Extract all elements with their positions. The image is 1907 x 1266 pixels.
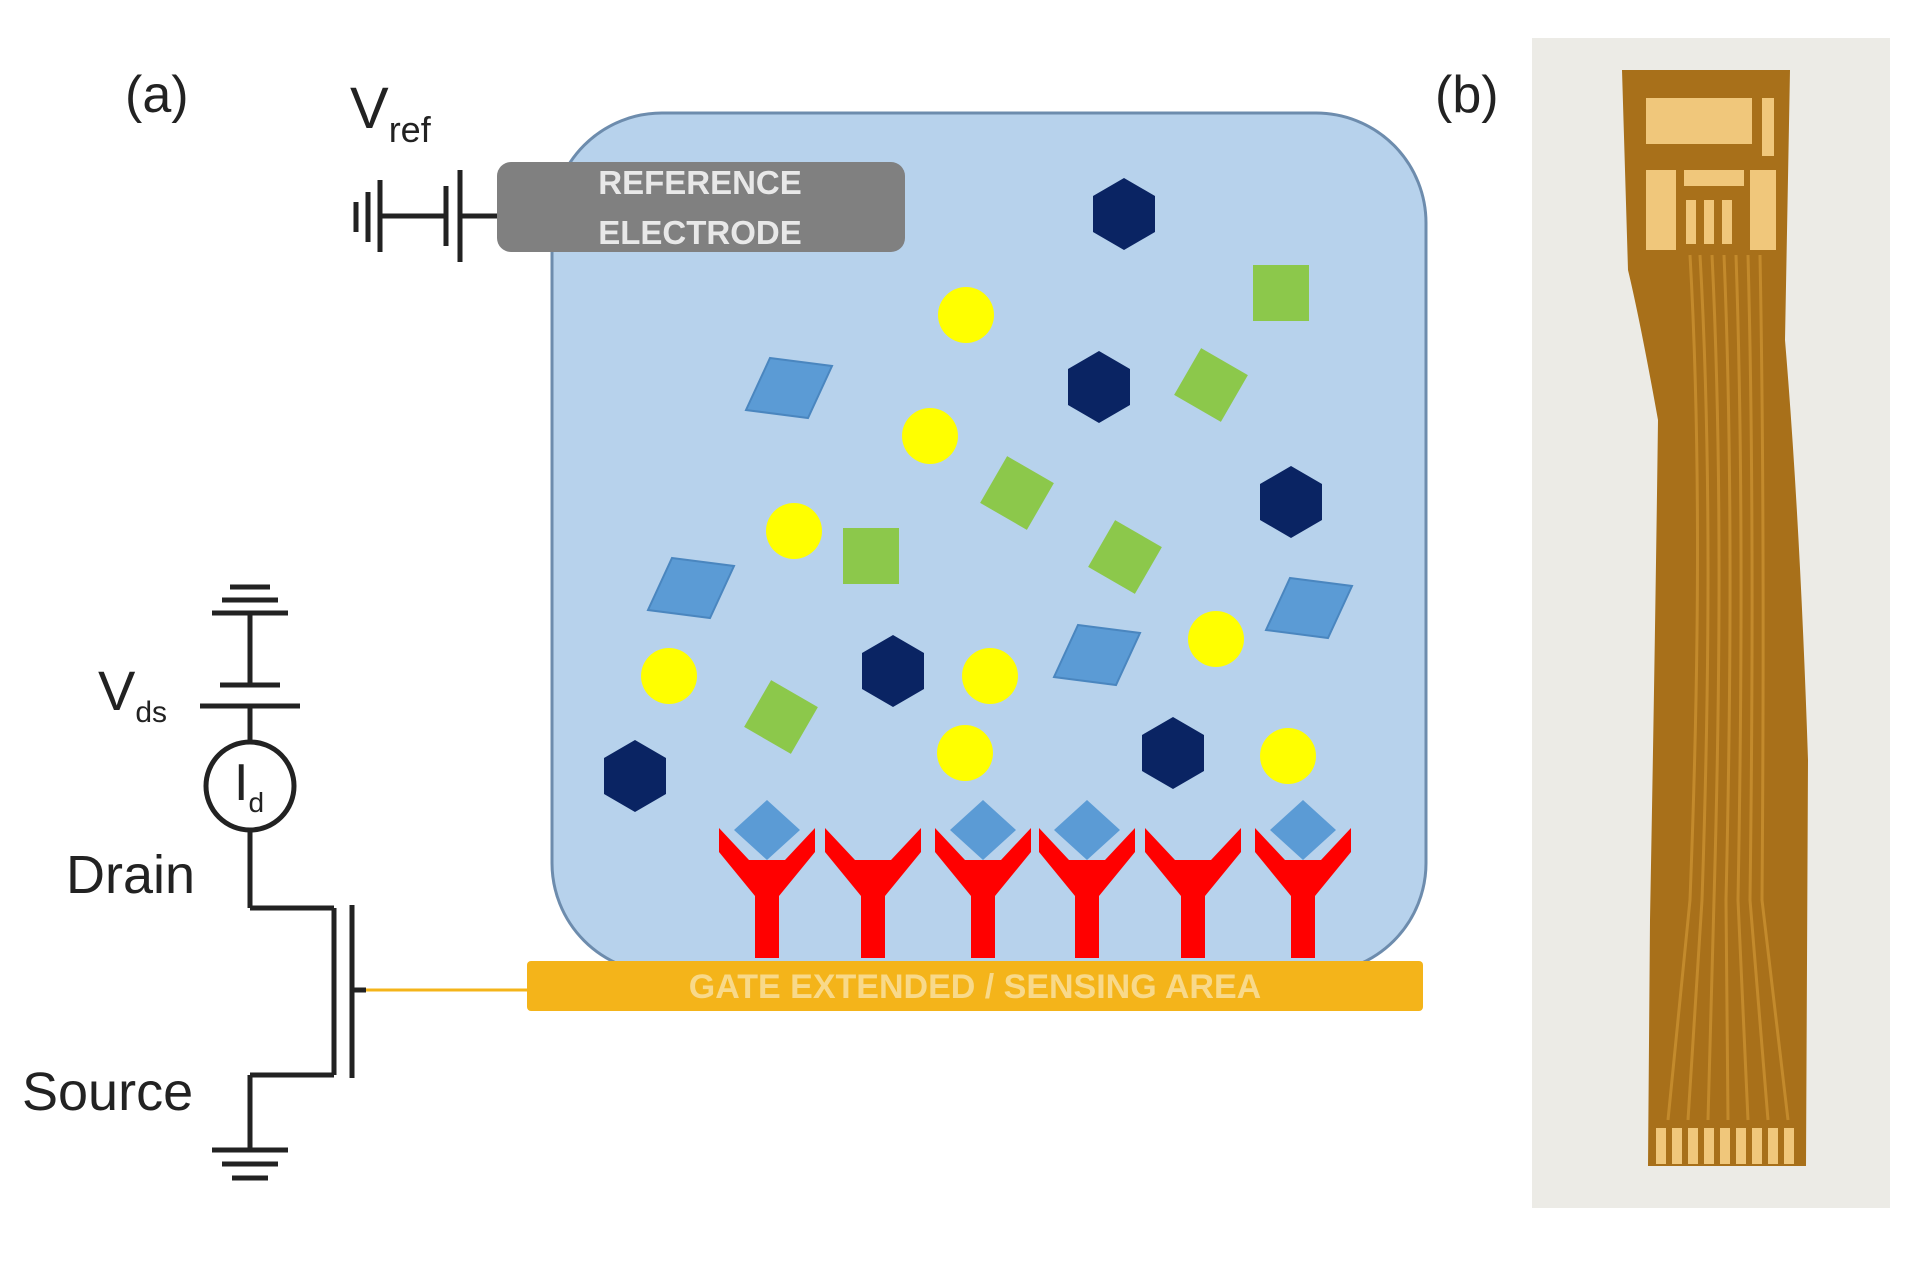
bound-antigen [734, 800, 800, 860]
antibody [825, 828, 921, 958]
gate-extended-strip [527, 961, 1423, 1011]
square-molecules [744, 265, 1309, 754]
sensor-traces [1666, 254, 1790, 1121]
antibody [1039, 828, 1135, 958]
circuit-wiring [200, 584, 527, 1181]
diamond-molecules [646, 356, 1354, 687]
reference-electrode: REFERENCE ELECTRODE [497, 162, 905, 252]
sensor-electrode-pads [1646, 98, 1776, 250]
id-label: Id [234, 754, 264, 818]
panel-a-label: (a) [125, 66, 189, 124]
panel-a: (a) REFERENCE ELECTRODE Vref GATE EXTEND… [22, 66, 1428, 1181]
reference-electrode-line1: REFERENCE [598, 164, 802, 201]
reference-electrode-line2: ELECTRODE [598, 214, 802, 251]
bound-antigen [1054, 800, 1120, 860]
antibody [719, 828, 815, 958]
connector-fingers [1656, 1128, 1794, 1164]
vref-label: Vref [350, 76, 432, 150]
antibody [1255, 828, 1351, 958]
antibody-layer [719, 800, 1351, 958]
drain-label: Drain [66, 845, 195, 905]
vds-label: Vds [98, 659, 167, 729]
source-label: Source [22, 1062, 193, 1122]
hexagon-molecules [604, 178, 1322, 812]
circle-molecules [641, 287, 1316, 784]
bound-antigen [950, 800, 1016, 860]
panel-b: (b) [1435, 38, 1890, 1208]
panel-b-label: (b) [1435, 66, 1499, 124]
bound-antigen [1270, 800, 1336, 860]
antibody [935, 828, 1031, 958]
gate-label: GATE EXTENDED / SENSING AREA [689, 968, 1261, 1006]
vref-battery-icon [353, 170, 497, 262]
antibody [1145, 828, 1241, 958]
